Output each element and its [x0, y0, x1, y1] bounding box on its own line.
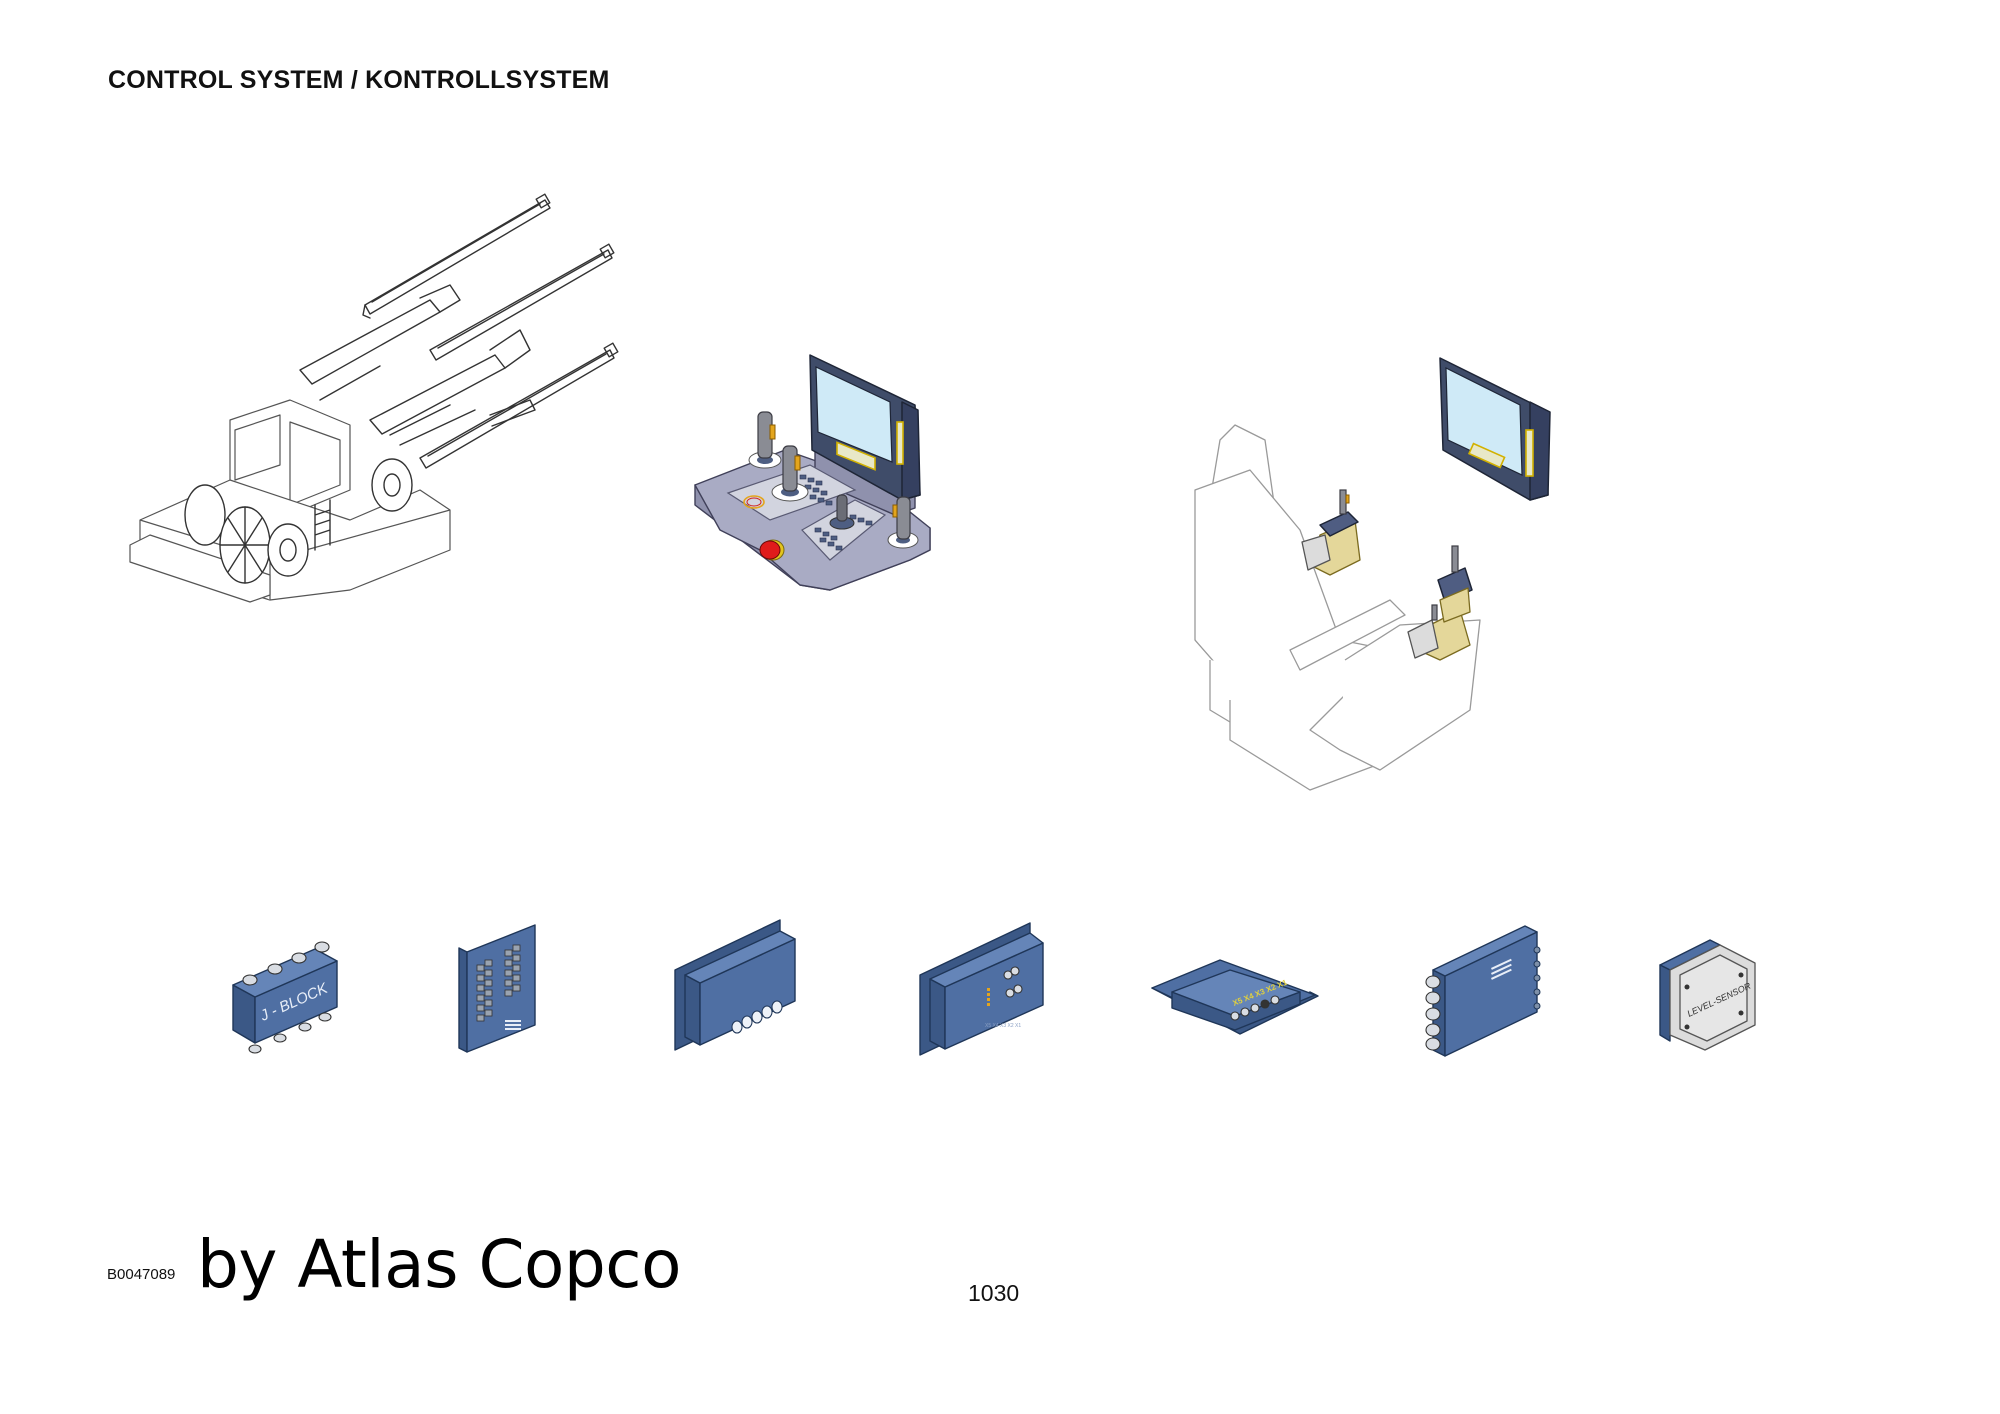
control-box-connectors: X5 X4 X3 X2 X1 — [919, 922, 1044, 1056]
flat-module: X5 X4 X3 X2 X1 — [1151, 959, 1319, 1035]
operator-seat-illustration — [1194, 357, 1551, 791]
level-sensor-box: LEVEL-SENSOR — [1659, 939, 1756, 1051]
control-panel-illustration — [694, 354, 931, 591]
page-title: CONTROL SYSTEM / KONTROLLSYSTEM — [108, 66, 610, 94]
document-code: B0047089 — [107, 1266, 176, 1283]
publisher-credit: by Atlas Copco — [197, 1226, 681, 1303]
control-box-module — [674, 919, 796, 1051]
io-block-module — [1425, 925, 1541, 1057]
j-block-module: J - BLOCK — [232, 941, 338, 1054]
svg-text:X5 X4 X3 X2 X1: X5 X4 X3 X2 X1 — [985, 1023, 1021, 1029]
drill-rig-illustration — [129, 193, 619, 603]
io-module-connectors — [458, 924, 536, 1053]
page-number: 1030 — [968, 1280, 1020, 1306]
